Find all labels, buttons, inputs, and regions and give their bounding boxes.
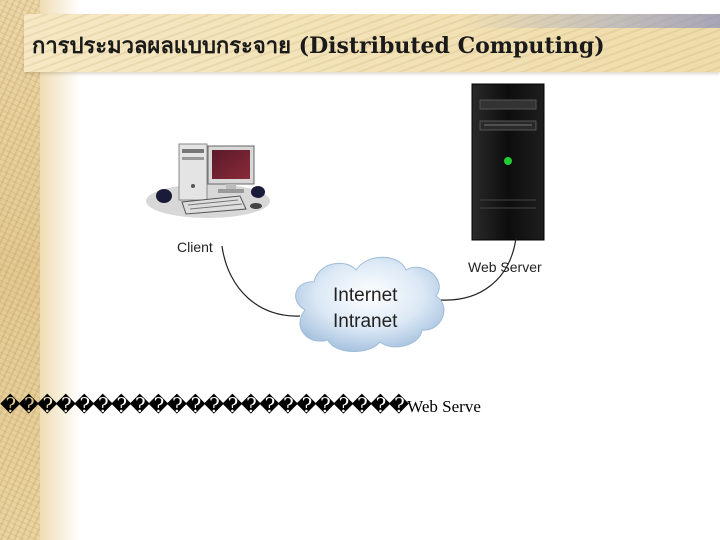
left-texture-fade	[40, 0, 80, 540]
tower-server-icon	[471, 83, 545, 241]
internet-label: Internet	[333, 285, 398, 306]
server-connection-line	[439, 237, 517, 301]
power-led-icon	[504, 157, 512, 165]
title-bar	[24, 14, 720, 72]
slide-title: การประมวลผลแบบกระจาย (Distributed Comput…	[32, 33, 605, 59]
cloud-icon	[295, 256, 445, 353]
garbled-characters: ����������������������	[0, 393, 409, 417]
left-texture-strip	[0, 0, 40, 540]
garbled-text-line: ����������������������Web Serve	[0, 393, 720, 423]
garbled-tail-text: Web Serve	[407, 397, 481, 416]
desktop-computer-icon	[146, 143, 270, 218]
web-server-label: Web Server	[468, 259, 542, 275]
client-connection-line	[221, 245, 301, 317]
intranet-label: Intranet	[333, 311, 398, 332]
title-bar-accent	[460, 14, 720, 28]
client-label: Client	[177, 239, 213, 255]
